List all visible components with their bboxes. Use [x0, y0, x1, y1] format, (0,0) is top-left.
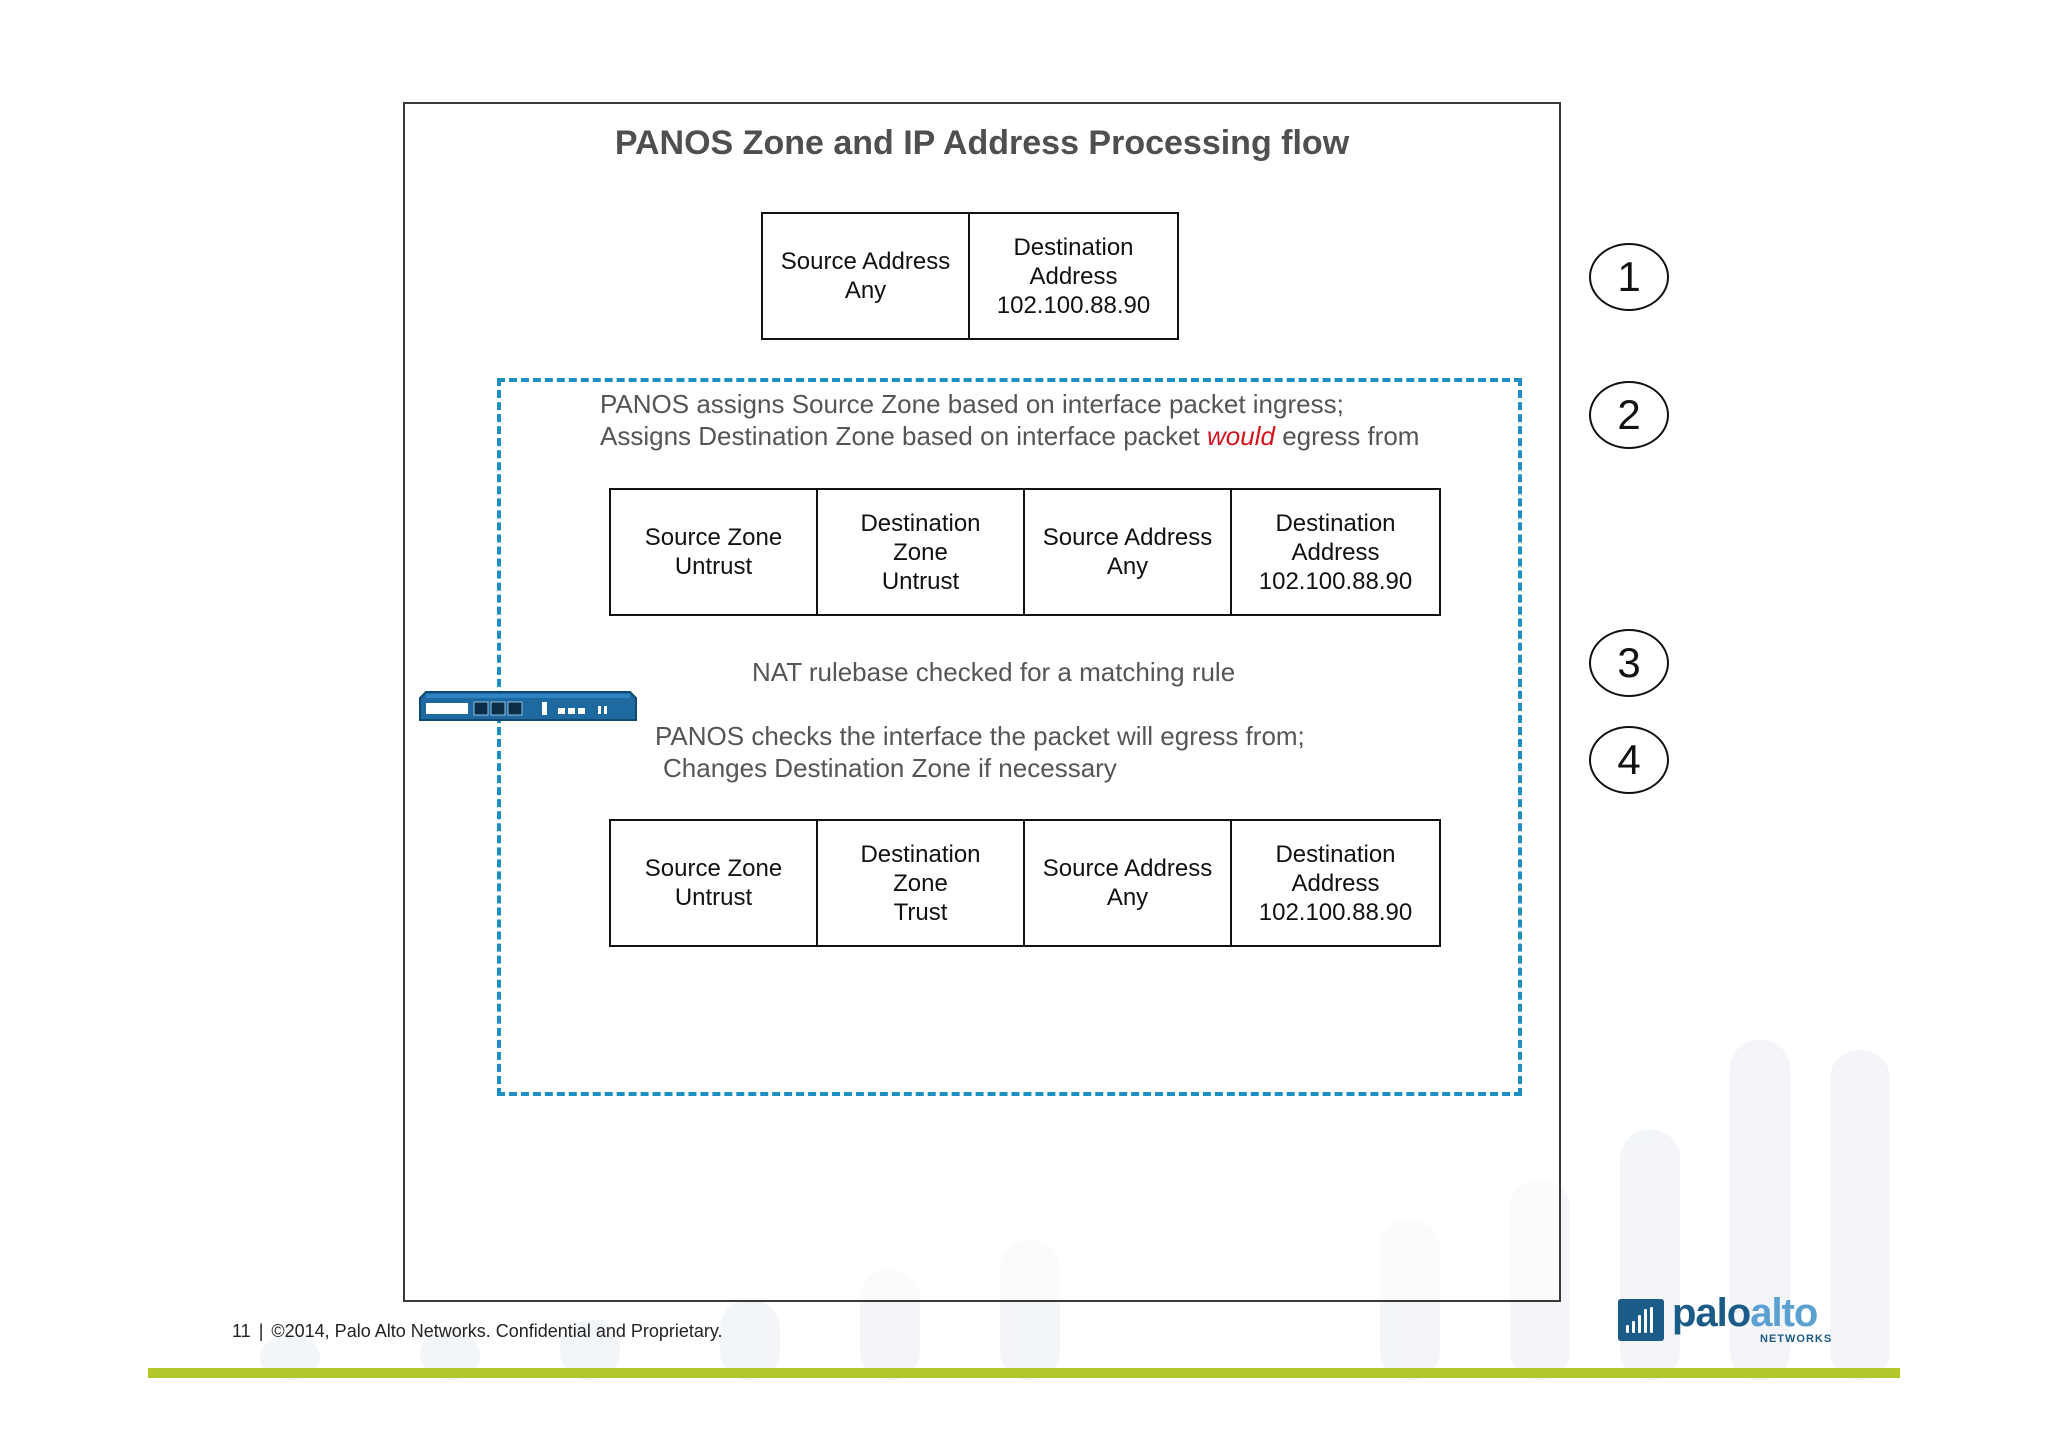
step2-emphasis: would — [1207, 421, 1275, 451]
slide-footer: 11 | ©2014, Palo Alto Networks. Confidenti… — [232, 1321, 723, 1342]
cell-label: Source Zone — [644, 524, 783, 551]
step2-destination-address-cell: Destination Address 102.100.88.90 — [1232, 490, 1439, 614]
step1-destination-address-cell: Destination Address 102.100.88.90 — [970, 214, 1177, 338]
step4-destination-zone-cell: Destination Zone Trust — [818, 821, 1025, 945]
cell-label: Source Zone — [644, 855, 783, 882]
step4-packet-table: Source Zone Untrust Destination Zone Tru… — [609, 819, 1441, 947]
step4-source-zone-cell: Source Zone Untrust — [611, 821, 818, 945]
diagram-title: PANOS Zone and IP Address Processing flo… — [614, 124, 1350, 162]
cell-label: Destination — [1275, 840, 1396, 868]
cell-value: 102.100.88.90 — [1258, 567, 1413, 595]
cell-label: Address — [1029, 262, 1118, 290]
cell-value: Trust — [893, 898, 948, 926]
footer-separator: | — [258, 1321, 264, 1341]
page-number: 11 — [232, 1321, 251, 1341]
logo-word-part: alto — [1750, 1291, 1818, 1335]
step4-source-address-cell: Source Address Any — [1025, 821, 1232, 945]
step-number-4: 4 — [1589, 726, 1669, 794]
cell-value: 102.100.88.90 — [996, 291, 1151, 319]
firewall-appliance-icon — [419, 691, 637, 721]
step1-packet-table: Source Address Any Destination Address 1… — [761, 212, 1179, 340]
step2-text-part: Assigns Destination Zone based on interf… — [600, 421, 1208, 451]
cell-label: Destination — [860, 509, 981, 537]
step2-source-address-cell: Source Address Any — [1025, 490, 1232, 614]
footer-accent-bar — [148, 1368, 1900, 1378]
paloalto-logo-mark-icon — [1618, 1299, 1664, 1341]
step2-packet-table: Source Zone Untrust Destination Zone Unt… — [609, 488, 1441, 616]
step-number-3: 3 — [1589, 629, 1669, 697]
cell-value: Untrust — [674, 553, 753, 580]
paloalto-logo-wordmark: paloalto — [1672, 1291, 1818, 1336]
cell-value: Untrust — [881, 567, 960, 595]
cell-value: Untrust — [674, 884, 753, 911]
step2-text-line1: PANOS assigns Source Zone based on inter… — [600, 389, 1344, 419]
step1-source-address-cell: Source Address Any — [763, 214, 970, 338]
cell-label: Destination — [1013, 233, 1134, 261]
step2-text-line2: Assigns Destination Zone based on interf… — [600, 420, 1419, 452]
copyright-text: ©2014, Palo Alto Networks. Confidential … — [271, 1321, 723, 1341]
paloalto-logo-subtitle: NETWORKS — [1760, 1333, 1833, 1345]
firewall-processing-boundary — [497, 378, 1522, 1096]
step2-destination-zone-cell: Destination Zone Untrust — [818, 490, 1025, 614]
cell-label: Zone — [893, 869, 948, 897]
step2-source-zone-cell: Source Zone Untrust — [611, 490, 818, 614]
cell-label: Zone — [893, 538, 948, 566]
cell-label: Source Address — [780, 248, 951, 275]
cell-label: Source Address — [1042, 855, 1213, 882]
cell-label: Address — [1291, 538, 1380, 566]
cell-value: 102.100.88.90 — [1258, 898, 1413, 926]
step4-destination-address-cell: Destination Address 102.100.88.90 — [1232, 821, 1439, 945]
step3-text: NAT rulebase checked for a matching rule — [752, 657, 1236, 687]
cell-value: Any — [1106, 884, 1149, 911]
cell-value: Any — [844, 277, 887, 304]
cell-value: Any — [1106, 553, 1149, 580]
cell-label: Source Address — [1042, 524, 1213, 551]
cell-label: Destination — [1275, 509, 1396, 537]
paloalto-logo: paloalto NETWORKS — [1618, 1291, 1831, 1353]
logo-word-part: palo — [1672, 1291, 1751, 1335]
step4-text-line1: PANOS checks the interface the packet wi… — [655, 721, 1305, 751]
cell-label: Destination — [860, 840, 981, 868]
step4-text-line2: Changes Destination Zone if necessary — [663, 753, 1117, 783]
step-number-1: 1 — [1589, 243, 1669, 311]
step2-text-part: egress from — [1274, 421, 1420, 451]
step-number-2: 2 — [1589, 381, 1669, 449]
cell-label: Address — [1291, 869, 1380, 897]
